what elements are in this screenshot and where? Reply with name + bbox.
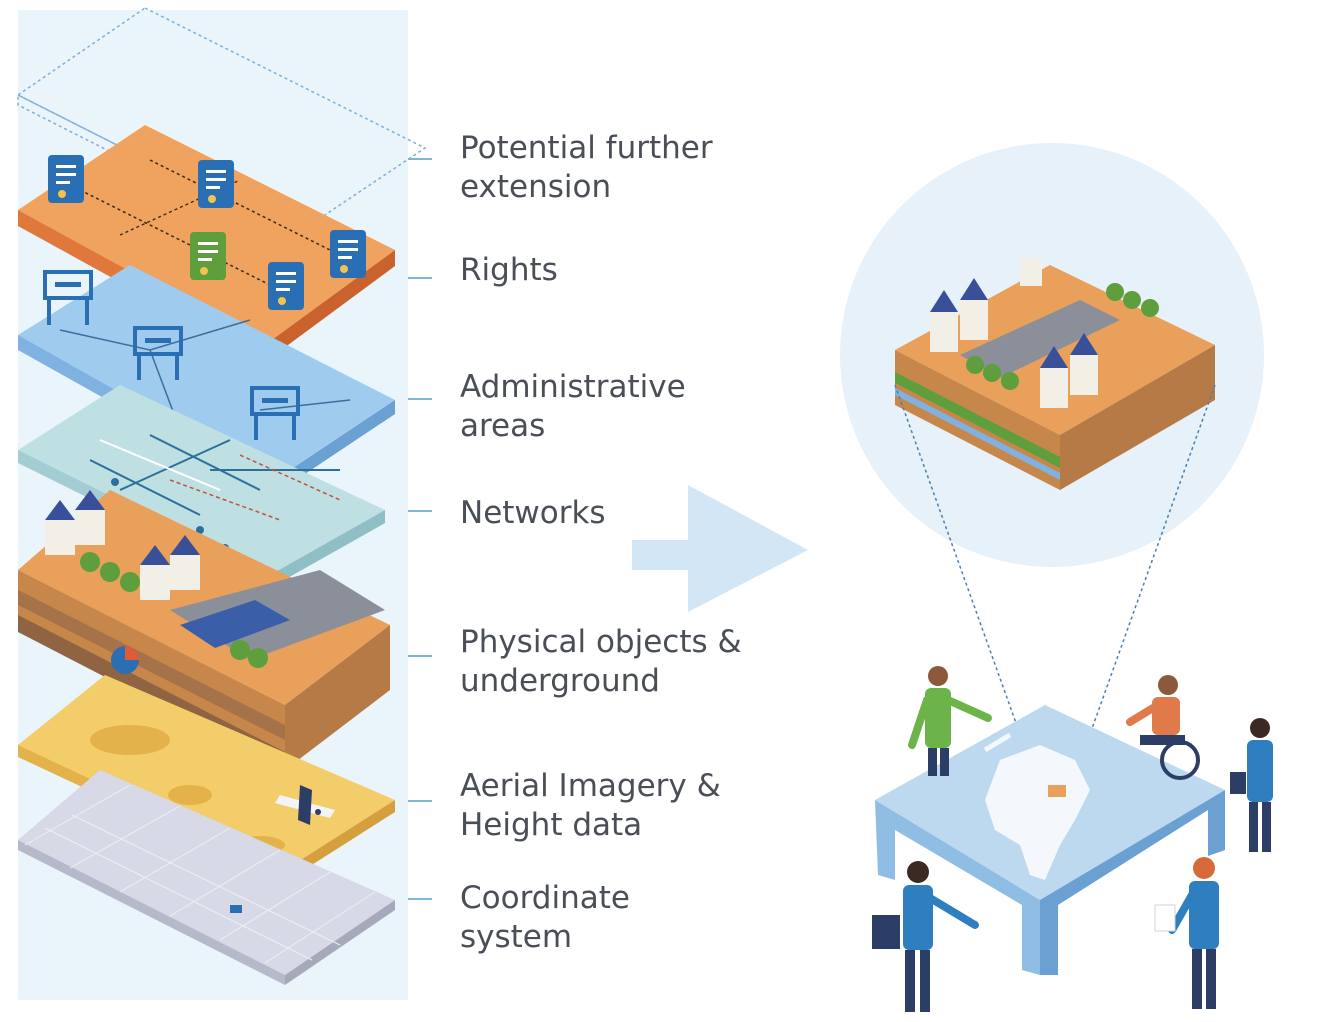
house-icon [45,490,200,600]
tree-icon [966,283,1159,390]
map-table [875,705,1225,975]
label-line: system [460,919,573,955]
document-key-icon [198,160,234,208]
person-icon [1230,718,1273,852]
label-line: Networks [460,495,606,531]
document-key-icon [48,155,84,203]
label-line: Rights [460,252,558,288]
wheelchair-icon [1126,675,1200,780]
tree-icon [80,552,268,668]
label-line: underground [460,663,660,699]
label-line: Potential further [460,130,713,166]
label-aerial-imagery: Aerial Imagery & Height data [460,767,721,845]
airplane-icon [275,785,335,825]
label-line: Height data [460,807,643,843]
netherlands-map-icon [983,732,1090,880]
arrow-shape [632,485,808,612]
label-administrative-areas: Administrative areas [460,368,686,446]
label-line: Administrative [460,369,686,405]
label-line: Aerial Imagery & [460,768,721,804]
label-line: Physical objects & [460,624,742,660]
house-icon [930,258,1098,408]
label-line: Coordinate [460,880,630,916]
signpost-icon [133,326,183,380]
label-line: areas [460,408,546,444]
label-line: extension [460,169,612,205]
label-rights: Rights [460,251,558,290]
document-key-icon [268,262,304,310]
label-ticks [408,158,432,900]
label-coordinate-system: Coordinate system [460,879,630,957]
person-icon [872,861,979,1012]
document-key-icon [190,232,226,280]
coordinate-layer [18,770,395,985]
person-icon [1154,857,1219,1009]
signpost-icon [43,270,93,325]
label-networks: Networks [460,494,606,533]
document-key-icon [330,230,366,278]
label-potential-further-extension: Potential further extension [460,129,713,207]
person-icon [908,666,992,776]
signpost-icon [250,386,300,440]
label-physical-objects: Physical objects & underground [460,623,742,701]
zoom-circle [840,143,1264,567]
